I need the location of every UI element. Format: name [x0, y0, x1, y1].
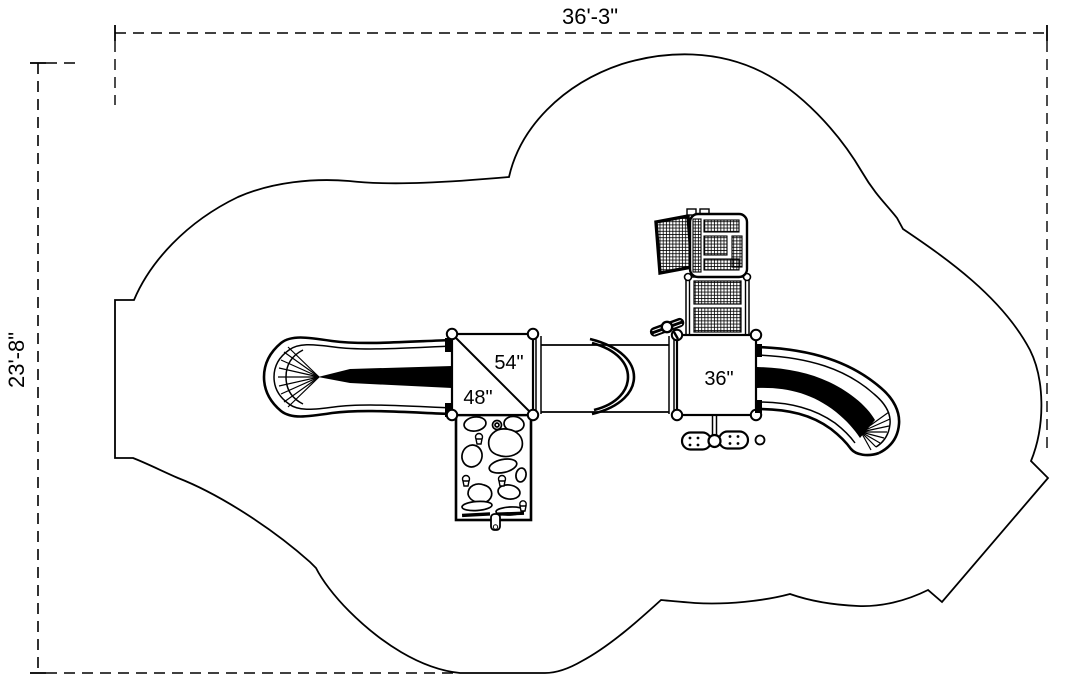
spinner-lobe-left: [680, 431, 713, 451]
right-slide-mount-top: [755, 344, 762, 357]
right-slide-outer-top: [756, 345, 901, 455]
pod-seat-spinner: [680, 415, 750, 451]
steering-wheel-post: [672, 331, 680, 340]
right-slide-inner-top: [756, 354, 891, 448]
right-slide-fan-lines: [860, 411, 891, 451]
left-slide-bed: [318, 366, 452, 388]
crawl-tunnel: [535, 336, 675, 416]
rock-climbing-wall: [454, 413, 533, 531]
deck-48-54-posts: [445, 327, 540, 422]
top-dimension-label: 36'-3": [562, 4, 618, 29]
rock-wall-stones: [461, 415, 527, 516]
deck-48-54-diagonal: [451, 333, 534, 416]
spinner-lobe-right: [717, 430, 750, 450]
steering-wheel: [649, 317, 685, 340]
left-slide-inner-contour: [273, 344, 453, 410]
net-mesh-upper: [693, 280, 742, 305]
right-slide-bed: [757, 367, 875, 438]
maze-panel-tab-left: [686, 208, 697, 216]
roof-maze-panel: [686, 208, 749, 279]
right-slide: [754, 344, 901, 457]
spinner-dots: [688, 435, 740, 447]
deck-36-surface: [675, 333, 758, 417]
rock-wall-shade-left: [461, 512, 491, 518]
right-slide-support-post: [754, 434, 766, 446]
left-dimension: [30, 62, 456, 674]
deck-54-label: 54": [494, 352, 523, 374]
spinner-hub: [707, 433, 722, 449]
top-dimension: [114, 25, 1048, 455]
climbing-panel-hatched: [654, 213, 694, 276]
deck-36: [670, 328, 763, 422]
net-mesh-lower: [693, 307, 742, 333]
steering-wheel-hub: [660, 320, 674, 334]
rock-wall-shade-right: [495, 511, 525, 516]
maze-panel-blocks: [692, 218, 743, 273]
deck-48-54: [445, 327, 540, 422]
left-slide-fan-lines: [278, 346, 320, 408]
tunnel-arch-outer: [589, 337, 636, 416]
left-slide-mount-top: [445, 338, 453, 352]
left-slide: [262, 336, 453, 418]
tunnel-end-posts: [535, 336, 675, 414]
use-zone-boundary: [114, 53, 1050, 674]
deck-36-label: 36": [704, 368, 733, 390]
left-dimension-label: 23'-8": [4, 332, 29, 388]
tunnel-arch-inner: [591, 341, 630, 412]
right-slide-mount-bottom: [755, 400, 762, 413]
left-slide-outer-contour: [262, 336, 453, 418]
deck-48-label: 48": [463, 387, 492, 409]
climbing-net-bridge: [683, 272, 752, 336]
rock-wall-holds: [461, 432, 527, 512]
right-slide-outer-bottom: [756, 407, 880, 457]
net-rails: [688, 277, 747, 335]
right-slide-inner-bottom: [756, 401, 856, 444]
